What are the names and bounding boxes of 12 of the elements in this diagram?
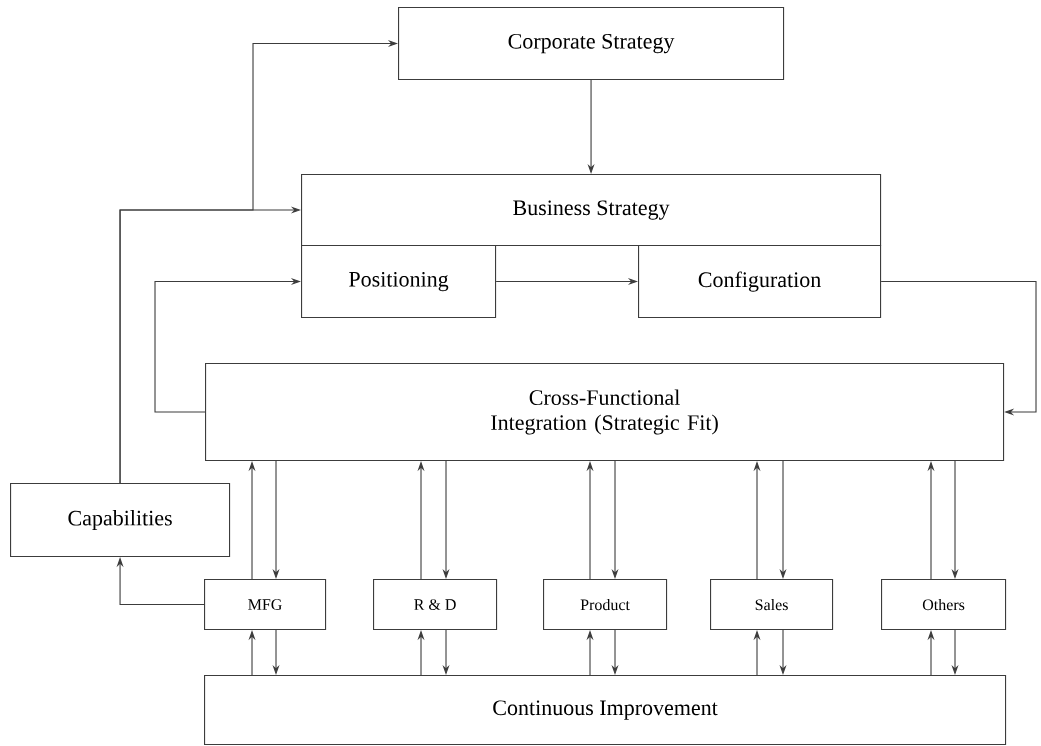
capabilities-box: Capabilities [10, 483, 231, 558]
improvement-box: Continuous Improvement [204, 675, 1007, 746]
function-box: MFG [204, 579, 327, 631]
integration-box: Cross-Functional Integration (Strategic Fit) [205, 363, 1005, 462]
process-box: Configuration [638, 245, 882, 319]
process-box: Positioning [301, 245, 497, 319]
function-box: Product [543, 579, 668, 631]
arrow [880, 281, 1037, 416]
strategy-box: Corporate Strategy [398, 7, 785, 81]
function-box: Others [881, 579, 1007, 631]
function-box: Sales [710, 579, 834, 631]
function-box: R & D [373, 579, 498, 631]
